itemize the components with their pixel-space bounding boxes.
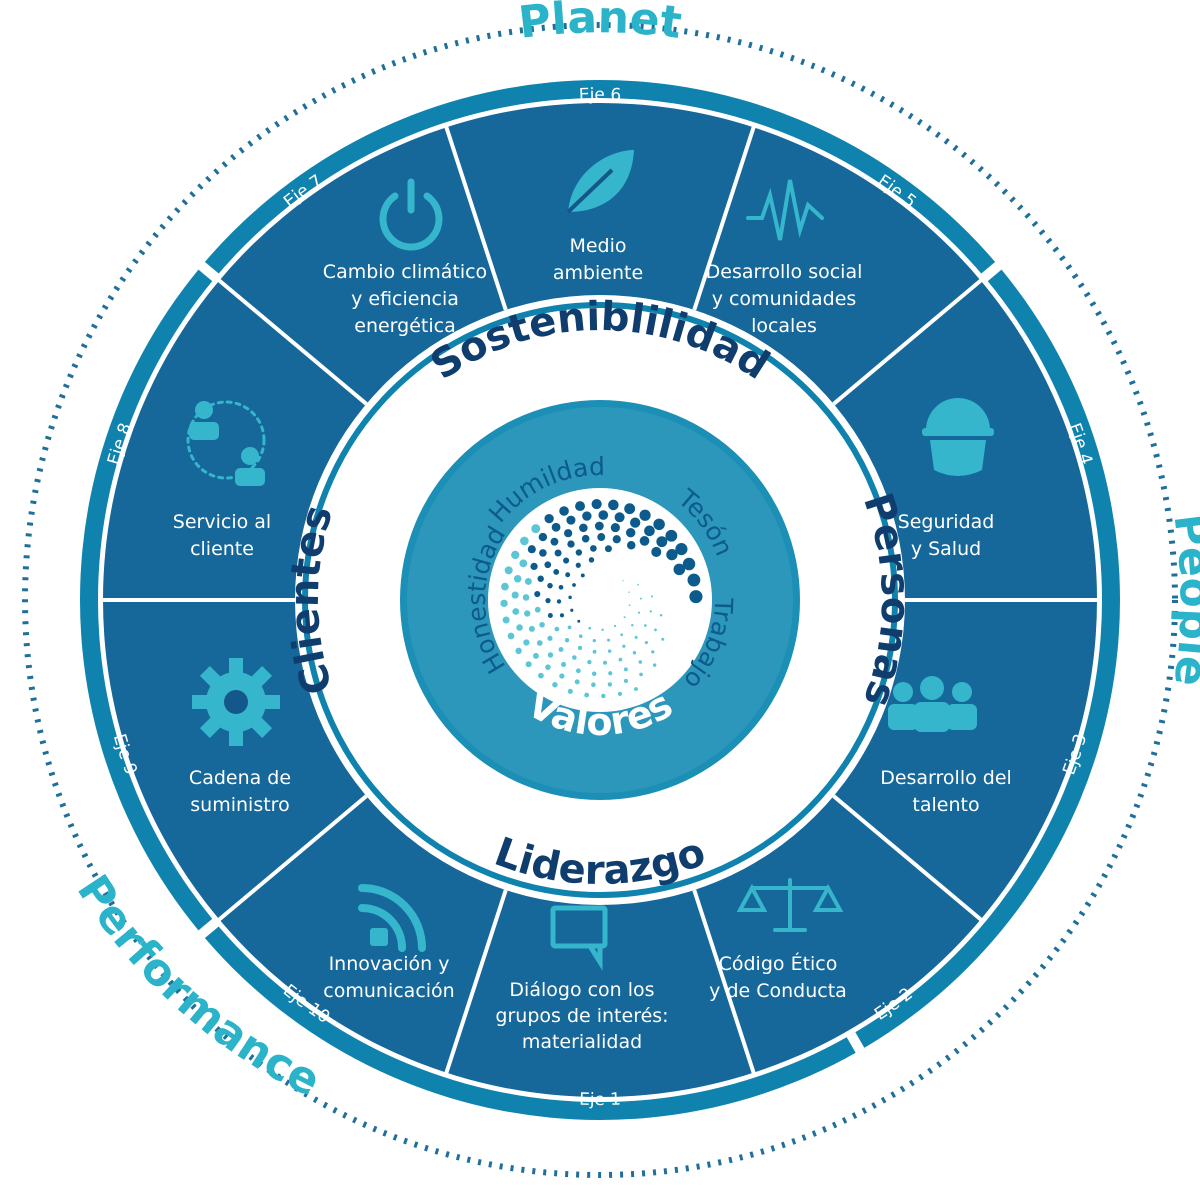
segment-divider bbox=[215, 277, 368, 406]
users-cycle-icon bbox=[186, 400, 266, 480]
rss-icon bbox=[358, 884, 426, 952]
axis-ring-gaps bbox=[195, 259, 1005, 1057]
scales-icon bbox=[736, 878, 844, 932]
logo-center bbox=[488, 488, 712, 712]
segment-divider bbox=[692, 123, 757, 311]
chat-icon bbox=[550, 905, 608, 971]
segment-divider bbox=[443, 123, 508, 311]
leaf-icon bbox=[566, 150, 634, 214]
eje-6-label: Eje 6 bbox=[578, 85, 621, 105]
eje-1-label: Eje 1 bbox=[579, 1090, 621, 1110]
power-icon bbox=[379, 178, 443, 251]
rss-dot-icon bbox=[370, 928, 388, 946]
segment-dividers bbox=[100, 123, 1100, 1077]
gear-icon bbox=[192, 658, 280, 746]
axis-ring-gap bbox=[195, 259, 222, 284]
axis-ring-gap bbox=[978, 259, 1005, 284]
segment-divider bbox=[443, 889, 508, 1077]
axis-ring-gap bbox=[195, 916, 222, 941]
segment-divider bbox=[832, 277, 985, 406]
segment-divider bbox=[215, 794, 368, 923]
logo-dots-icon bbox=[500, 498, 703, 699]
team-icon bbox=[888, 676, 977, 732]
outer-chevron-ring bbox=[22, 22, 1178, 1178]
people-label: People bbox=[1163, 511, 1200, 689]
axis-ring-gap bbox=[844, 1028, 867, 1057]
planet-label: Planet bbox=[516, 0, 684, 49]
users-icon bbox=[189, 401, 265, 486]
segment-divider bbox=[692, 889, 757, 1077]
helmet-icon bbox=[922, 398, 994, 476]
segment-divider bbox=[832, 794, 985, 923]
pulse-icon bbox=[746, 179, 824, 241]
